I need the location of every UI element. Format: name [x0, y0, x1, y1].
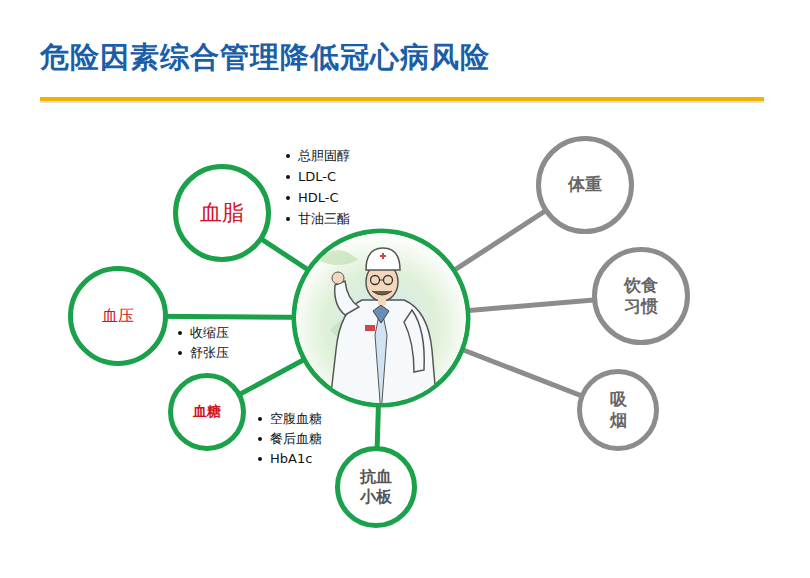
factor-circle: 体重: [536, 136, 634, 234]
factor-text: 饮食 习惯: [622, 275, 660, 318]
factor-text: 抗血 小板: [358, 467, 394, 507]
bullet-item: 舒张压: [176, 344, 229, 362]
bullet-item: 空腹血糖: [256, 410, 322, 428]
factor-text: 血压: [102, 306, 134, 326]
bullet-item: 餐后血糖: [256, 430, 322, 448]
bullet-item: HDL-C: [284, 189, 339, 207]
bullet-item: HbA1c: [256, 450, 312, 468]
title-rule: [40, 97, 764, 101]
factor-circle: 抗血 小板: [335, 446, 417, 528]
bullet-item: LDL-C: [284, 168, 336, 186]
bullet-item: 总胆固醇: [284, 147, 350, 165]
factor-text: 体重: [568, 174, 602, 195]
factor-circle: 血压: [68, 266, 168, 366]
slide-title: 危险因素综合管理降低冠心病风险: [40, 38, 490, 78]
factor-text: 血脂: [200, 199, 244, 227]
factor-circle: 饮食 习惯: [592, 247, 690, 345]
factor-circle: 血脂: [173, 164, 271, 262]
factor-text: 吸 烟: [608, 389, 628, 432]
factor-circle: 吸 烟: [577, 369, 659, 451]
factor-text: 血糖: [193, 403, 221, 421]
factor-circle: 血糖: [168, 373, 246, 451]
title-rule-shadow: [40, 101, 764, 103]
bullet-item: 甘油三酯: [284, 210, 350, 228]
bullet-item: 收缩压: [176, 324, 229, 342]
